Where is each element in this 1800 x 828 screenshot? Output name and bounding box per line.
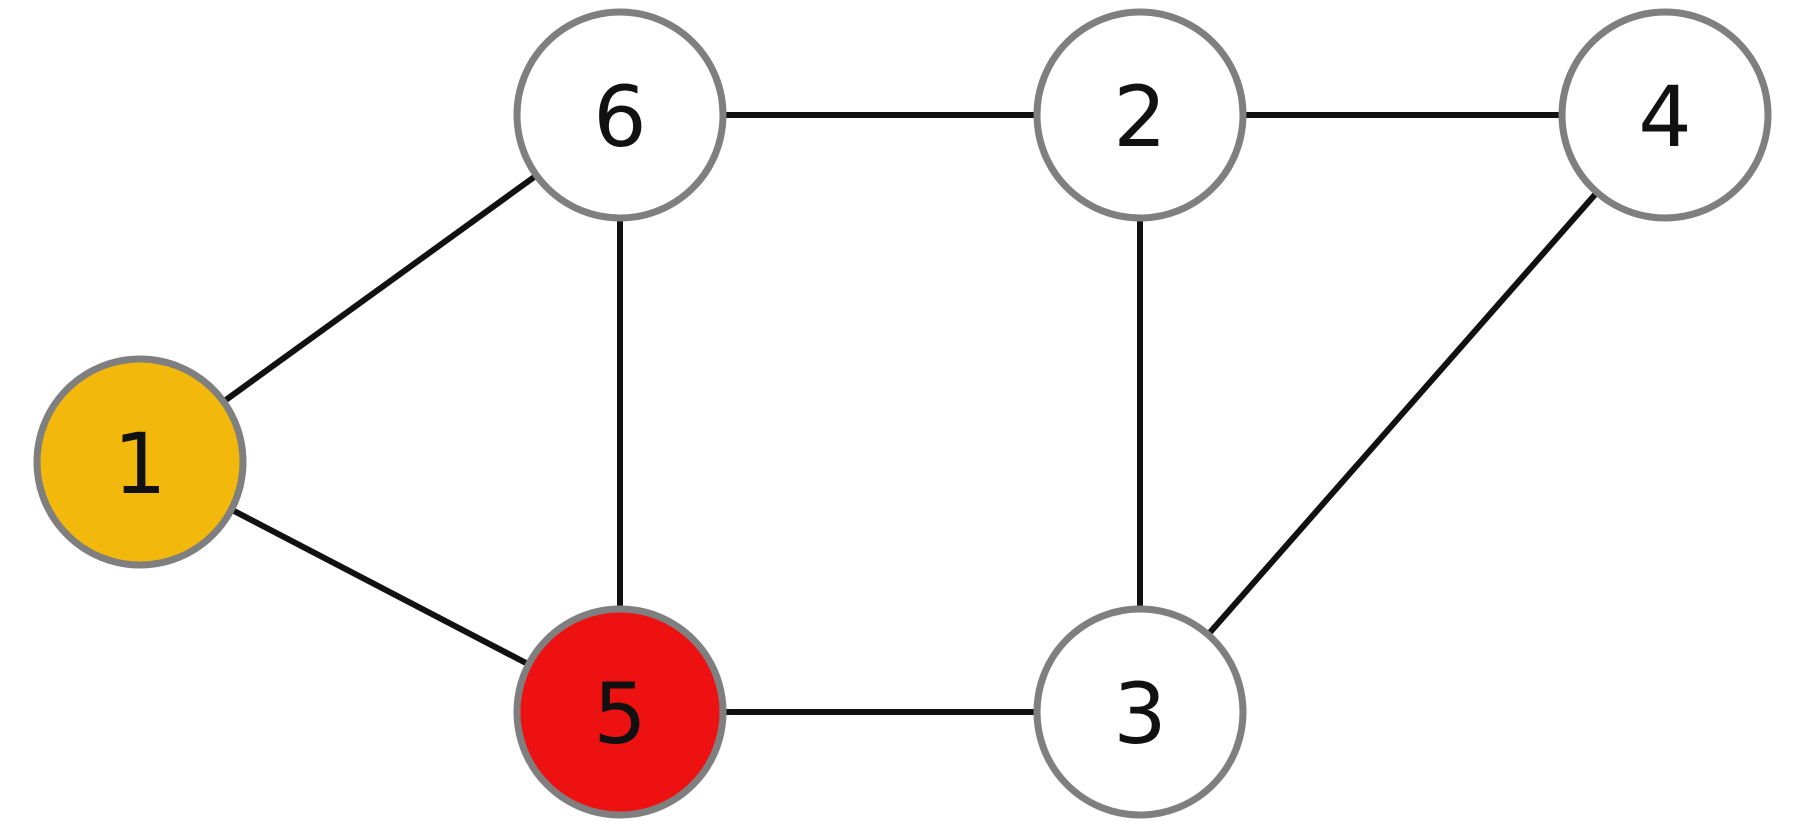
- node-circle-3: [1033, 605, 1247, 819]
- node-6: 6: [513, 8, 727, 222]
- node-label-1: 1: [113, 415, 166, 513]
- edge-layer: [138, 112, 1668, 715]
- node-circle-4: [1558, 8, 1772, 222]
- node-label-5: 5: [593, 665, 646, 763]
- node-label-2: 2: [1113, 68, 1166, 166]
- node-label-6: 6: [593, 68, 646, 166]
- node-label-4: 4: [1638, 68, 1691, 166]
- node-4: 4: [1558, 8, 1772, 222]
- node-2: 2: [1033, 8, 1247, 222]
- node-circle-6: [513, 8, 727, 222]
- node-label-3: 3: [1113, 665, 1166, 763]
- node-1: 1: [33, 355, 247, 569]
- edge-4-3: [1137, 113, 1668, 714]
- node-circle-1: [33, 355, 247, 569]
- node-circle-5: [513, 605, 727, 819]
- node-5: 5: [513, 605, 727, 819]
- node-layer: 1 2 3 4 5 6: [33, 8, 1772, 819]
- node-3: 3: [1033, 605, 1247, 819]
- node-circle-2: [1033, 8, 1247, 222]
